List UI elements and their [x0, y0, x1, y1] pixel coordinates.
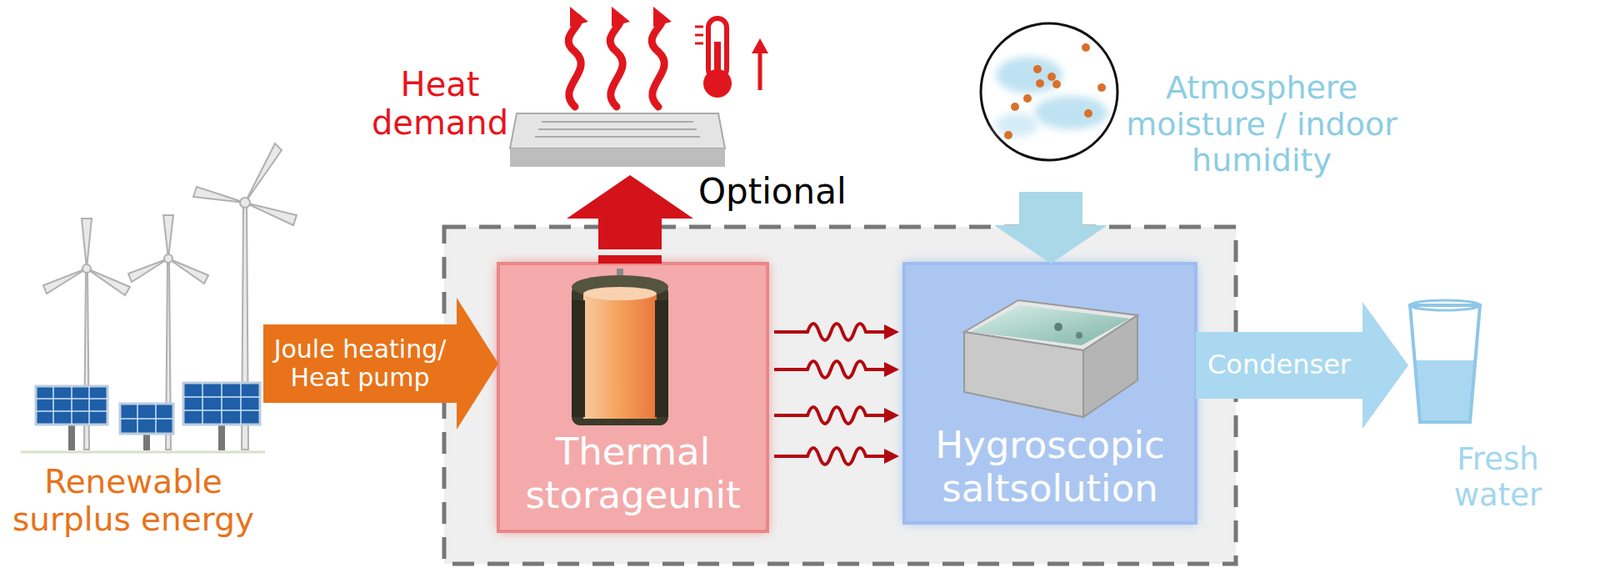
heat-waves	[568, 18, 665, 107]
thermometer	[695, 18, 769, 98]
edge-label: Joule heating/ Heat pump	[265, 324, 455, 403]
node-label: Fresh water	[1408, 441, 1588, 513]
radiator	[510, 113, 725, 167]
node-label: Renewable surplus energy	[3, 463, 264, 539]
edge-label: Optional	[698, 170, 865, 214]
storage-tank	[571, 268, 669, 425]
moisture-source: Atmosphere moisture / indoor humidity	[975, 8, 1417, 192]
storage-box	[498, 263, 768, 531]
moisture-circle	[980, 23, 1118, 160]
heat-demand: Heat demand	[358, 16, 734, 175]
heat-transfer	[774, 447, 900, 465]
fresh-water: Fresh water	[1408, 300, 1588, 500]
node-label: Thermal storageunit	[503, 430, 763, 517]
box-glow	[904, 263, 1196, 523]
heat-transfer	[774, 360, 900, 378]
system-boundary	[444, 226, 1236, 564]
heat-wave-heads	[570, 6, 672, 27]
water-glass	[1410, 300, 1480, 422]
energy-arrow	[263, 297, 499, 430]
box-glow	[498, 263, 768, 531]
salt-basin	[964, 300, 1138, 417]
solution-box	[904, 263, 1196, 523]
node-label: Heat demand	[365, 65, 515, 142]
heat-transfer	[774, 406, 900, 424]
energy-source: Renewable surplus energy	[3, 200, 264, 542]
heat-transfer	[774, 323, 900, 340]
heat-out-arrow	[566, 175, 694, 264]
node-label: Hygroscopic saltsolution	[909, 423, 1191, 510]
condenser-arrow	[1195, 301, 1409, 429]
moisture-arrow	[994, 191, 1108, 264]
edge-label: Condenser	[1197, 331, 1361, 399]
salt-solution: Hygroscopic saltsolution	[904, 263, 1196, 523]
storage-unit: Thermal storageunit	[498, 263, 768, 531]
node-label: Atmosphere moisture / indoor humidity	[1108, 70, 1415, 180]
ground-line	[20, 450, 265, 454]
solar-panels	[35, 382, 260, 450]
